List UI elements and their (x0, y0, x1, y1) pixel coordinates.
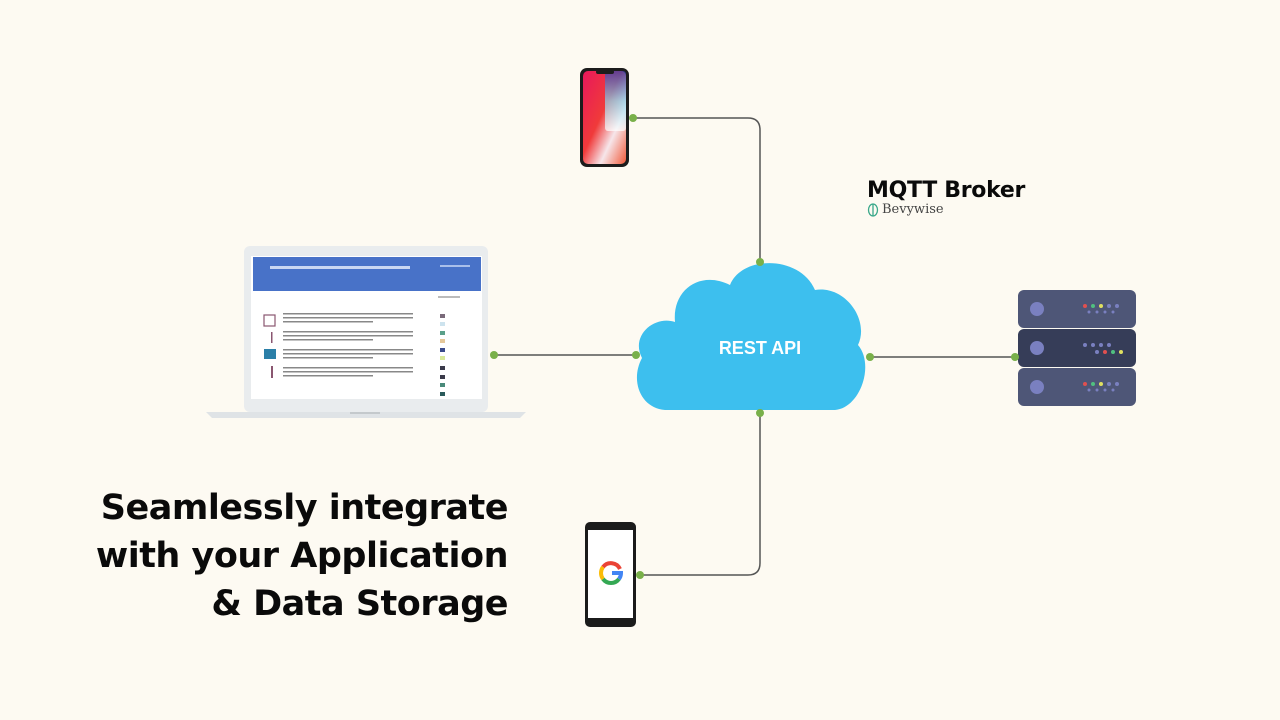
cloud-label: REST API (718, 338, 802, 358)
line-cloud-android (640, 413, 761, 576)
server-rack (1018, 290, 1136, 406)
brand-title: MQTT Broker (867, 178, 1026, 203)
headline: Seamlessly integrate with your Applicati… (95, 484, 509, 628)
laptop-device (206, 246, 526, 418)
brand-block: MQTT Broker Bevywise (867, 178, 1025, 217)
google-logo-icon (599, 561, 624, 585)
headline-line-2: with your Application (95, 536, 509, 576)
line-iphone-cloud (633, 117, 761, 262)
rest-api-cloud (636, 263, 866, 410)
logo-text: Bevywise (882, 202, 944, 217)
headline-line-1: Seamlessly integrate (100, 488, 509, 528)
headline-line-3: & Data Storage (211, 584, 508, 624)
iphone-device (580, 68, 629, 167)
bevywise-logo: Bevywise (867, 202, 1025, 217)
bevywise-logo-icon (867, 202, 879, 217)
android-device (585, 522, 636, 627)
connector-dots (490, 114, 1019, 579)
connectors (494, 117, 1015, 576)
